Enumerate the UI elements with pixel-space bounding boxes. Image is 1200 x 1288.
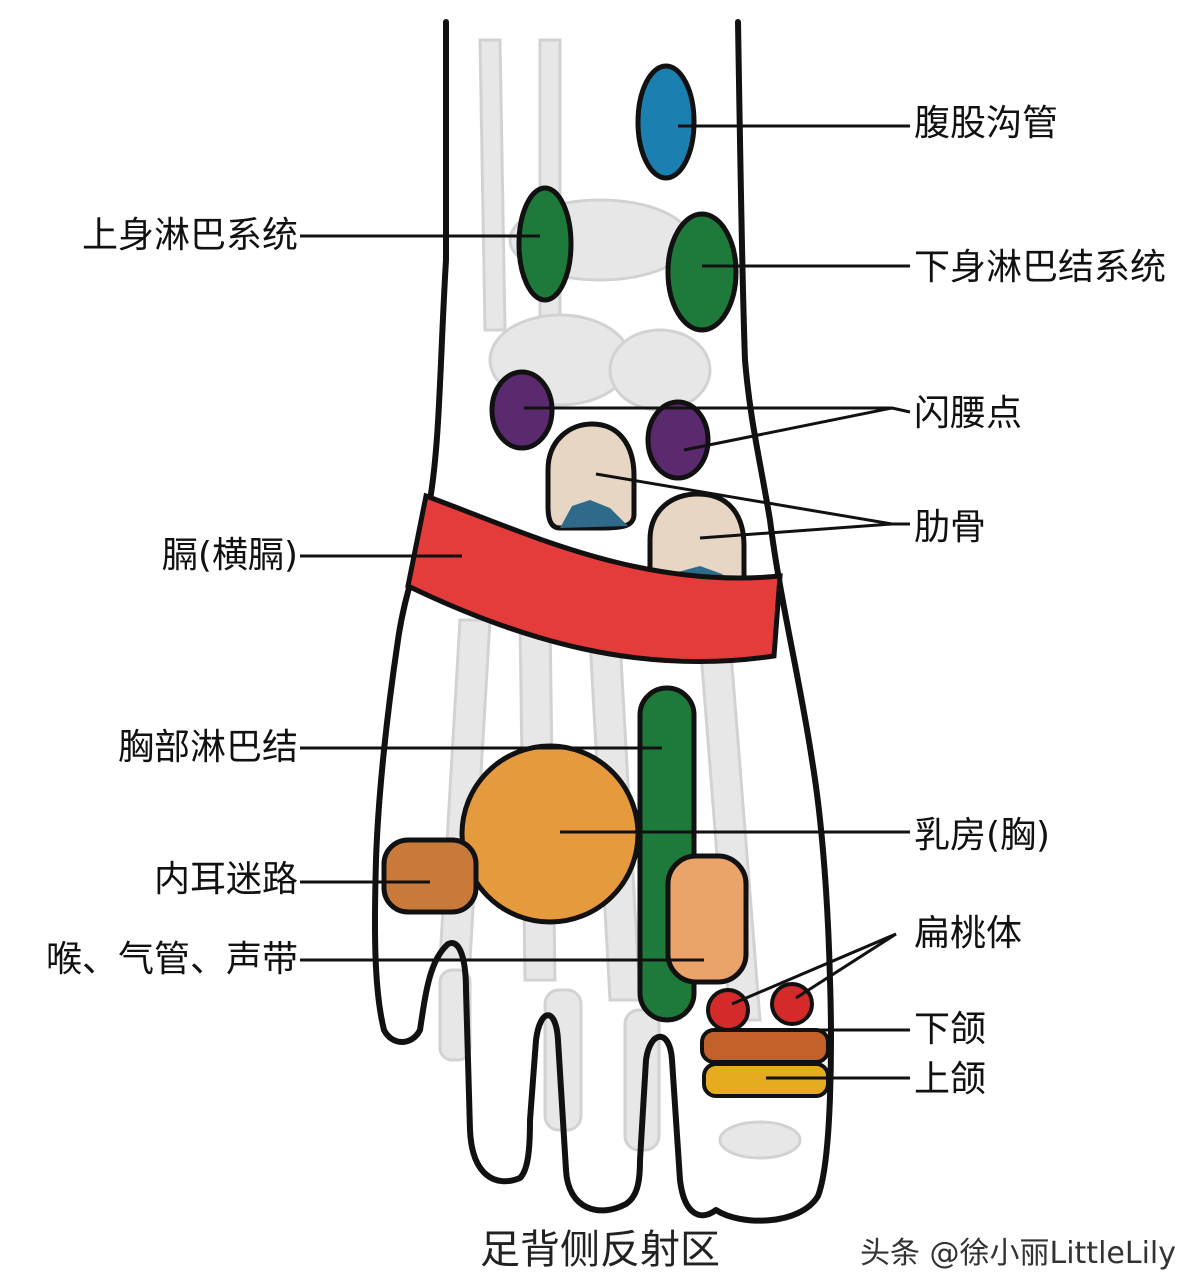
upper-jaw-area: [704, 1064, 828, 1096]
label-inner-ear: 内耳迷路: [154, 860, 298, 900]
label-lower-jaw: 下颌: [914, 1010, 986, 1050]
groin-area: [638, 66, 694, 178]
label-groin: 腹股沟管: [914, 104, 1058, 144]
label-tonsil: 扁桃体: [914, 914, 1022, 954]
label-lower-lymph: 下身淋巴结系统: [914, 248, 1166, 288]
upper-lymph-area: [519, 188, 571, 300]
label-breast: 乳房(胸): [914, 816, 1050, 856]
label-lumbar: 闪腰点: [914, 394, 1022, 434]
throat-area: [668, 856, 746, 982]
lower-lymph-area: [668, 214, 736, 330]
lower-jaw-area: [702, 1030, 828, 1062]
label-diaphragm: 膈(横膈): [162, 536, 298, 576]
lumbar-point-left: [492, 372, 552, 448]
label-upper-jaw: 上颌: [914, 1060, 986, 1100]
breast-area: [462, 746, 638, 922]
tonsil-left: [708, 990, 748, 1030]
watermark: 头条 @徐小丽LittleLily: [860, 1236, 1176, 1272]
inner-ear-area: [384, 840, 476, 912]
label-rib: 肋骨: [914, 508, 986, 548]
label-upper-lymph: 上身淋巴系统: [82, 216, 298, 256]
label-chest-lymph: 胸部淋巴结: [118, 728, 298, 768]
label-throat: 喉、气管、声带: [46, 940, 298, 980]
lumbar-point-right: [648, 402, 708, 478]
